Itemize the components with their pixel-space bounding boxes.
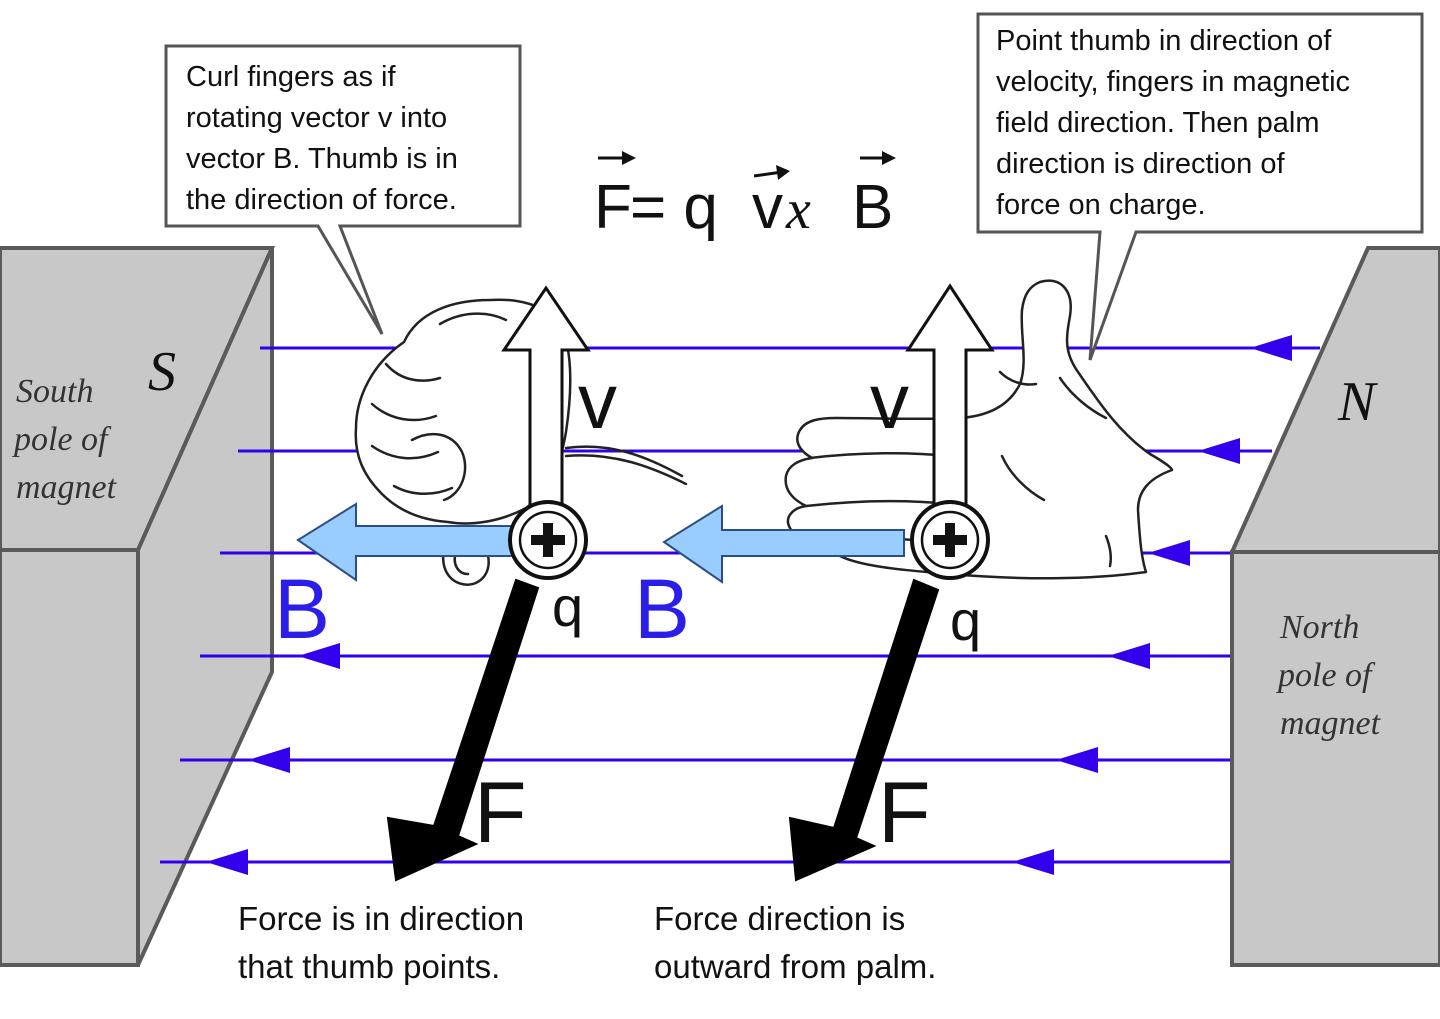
north-pole-label-line-1: North (1279, 609, 1359, 646)
callout-left: Curl fingers as if rotating vector v int… (164, 44, 522, 335)
magnetic-field-lines (160, 335, 1320, 875)
field-line-5-arrowhead-2 (1056, 747, 1098, 773)
field-line-1-arrowhead-1 (1250, 335, 1292, 361)
formula-vector-arrow-v (753, 165, 790, 180)
charge-right (910, 500, 990, 580)
north-pole-letter: N (1337, 371, 1378, 433)
velocity-label-left: v (578, 357, 617, 445)
field-line-4-arrowhead-1 (298, 643, 340, 669)
charge-left (508, 500, 588, 580)
formula-vector-arrow-f (598, 151, 636, 165)
north-magnet: N North pole of magnet (1228, 246, 1440, 967)
south-pole-label-line-2: pole of (12, 421, 112, 458)
north-pole-label-line-3: magnet (1280, 705, 1382, 742)
callout-left-line-4: the direction of force. (186, 184, 457, 216)
caption-left-line-2: that thumb points. (238, 948, 500, 985)
callout-left-box (164, 44, 522, 335)
south-magnet-front-face (0, 548, 140, 967)
velocity-label-right: v (870, 357, 909, 445)
force-arrow-left (386, 578, 540, 882)
callout-left-line-1: Curl fingers as if (186, 61, 396, 93)
south-magnet: S South pole of magnet (0, 246, 276, 967)
formula-f: F (594, 173, 632, 242)
left-configuration: v B F q Force is in direction that thumb… (238, 285, 617, 985)
field-line-6-arrowhead-2 (1012, 849, 1054, 875)
field-label-left: B (274, 562, 330, 656)
force-label-left: F (474, 765, 527, 861)
right-configuration: v B F q Force direction is outward from … (634, 283, 995, 985)
field-line-2-arrowhead-1 (1198, 438, 1240, 464)
caption-right-line-1: Force direction is (654, 900, 905, 937)
callout-left-line-3: vector B. Thumb is in (186, 143, 458, 175)
south-pole-label-line-3: magnet (16, 469, 118, 506)
field-line-4-arrowhead-2 (1108, 643, 1150, 669)
callout-right-line-5: force on charge. (996, 189, 1206, 221)
force-label-right: F (878, 765, 931, 861)
north-pole-label-line-2: pole of (1276, 657, 1376, 694)
caption-right-line-2: outward from palm. (654, 948, 936, 985)
callout-right-line-4: direction is direction of (996, 148, 1285, 180)
callout-right-line-3: field direction. Then palm (996, 107, 1319, 139)
force-arrow-right (788, 578, 940, 882)
callout-right-line-2: velocity, fingers in magnetic (996, 66, 1350, 98)
field-arrow-left (296, 502, 523, 582)
south-pole-letter: S (148, 341, 176, 403)
callout-right-line-1: Point thumb in direction of (996, 25, 1332, 57)
charge-label-right: q (950, 589, 981, 652)
north-magnet-top-face (1228, 246, 1440, 554)
formula-cross: x (785, 179, 811, 241)
charge-label-left: q (552, 575, 583, 638)
south-magnet-side-face (136, 247, 274, 966)
caption-left-line-1: Force is in direction (238, 900, 524, 937)
formula-equals-q: = q (630, 173, 718, 242)
field-line-3-arrowhead-1 (1148, 540, 1190, 566)
north-magnet-front-face (1230, 550, 1440, 967)
field-line-5-arrowhead-1 (248, 747, 290, 773)
field-line-6-arrowhead-1 (206, 849, 248, 875)
formula-vector-arrow-b (860, 151, 896, 165)
formula-v: v (752, 173, 783, 242)
south-pole-label-line-1: South (16, 373, 93, 410)
field-label-right: B (634, 562, 690, 656)
field-arrow-right (662, 504, 905, 584)
formula-b: B (852, 173, 893, 242)
lorentz-force-formula: F = q v x B (594, 151, 896, 242)
callout-right-box (976, 12, 1424, 361)
callout-left-line-2: rotating vector v into (186, 102, 447, 134)
callout-right: Point thumb in direction of velocity, fi… (976, 12, 1424, 361)
